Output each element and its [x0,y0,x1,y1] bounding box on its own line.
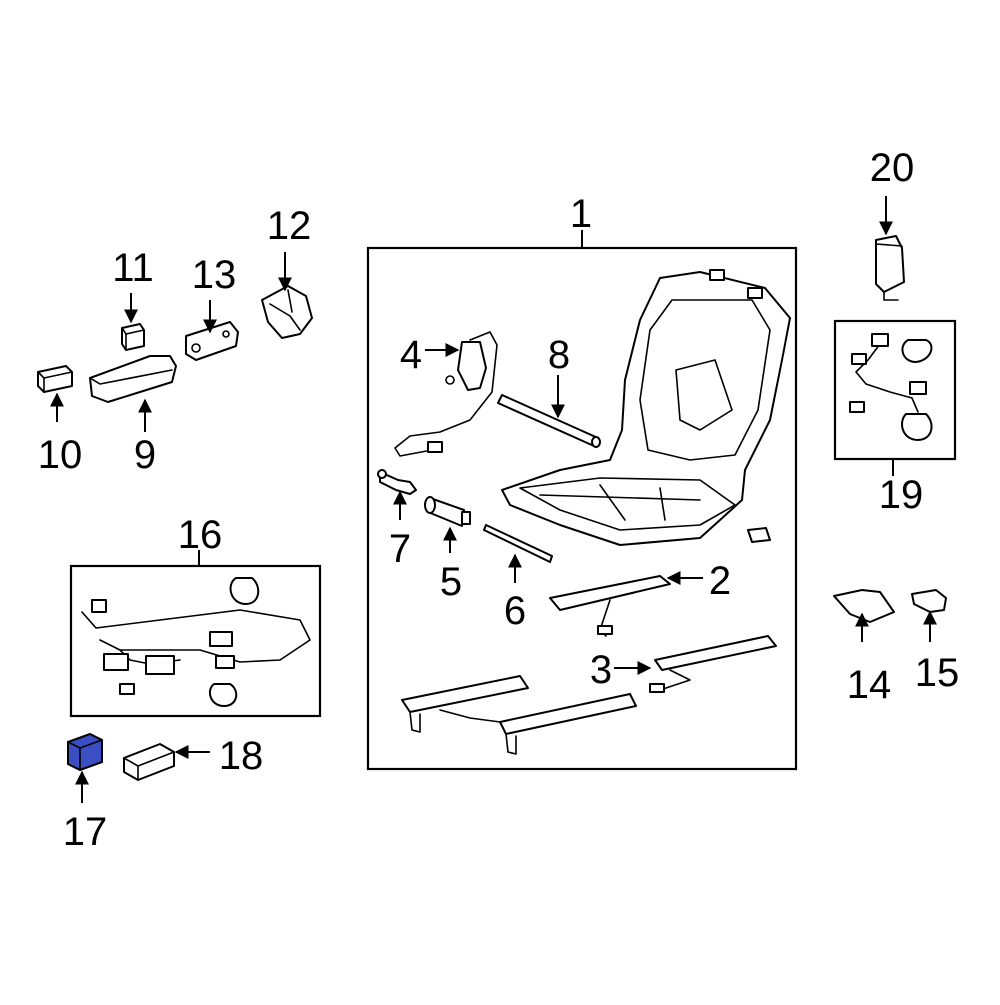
connector-part-18 [123,743,175,781]
callout-16: 16 [177,513,223,557]
cap-part-15 [911,589,947,613]
shaft-part-6 [483,524,553,563]
callout-15: 15 [914,651,960,695]
group-frame-16 [69,564,322,718]
callout-20: 20 [869,146,915,190]
pin-part-7 [377,469,417,495]
callout-13: 13 [191,253,237,297]
callout-9: 9 [133,433,157,477]
bracket-part-13 [185,321,239,361]
callout-17: 17 [62,810,108,854]
harness-part-19 [849,333,933,441]
callout-12: 12 [266,204,312,248]
cover-part-14 [833,589,895,623]
harness-part-16 [81,577,311,707]
callout-18: 18 [218,734,264,778]
lower-rails [401,675,637,755]
seat-frame-part [501,269,791,546]
bracket-part-12 [261,285,313,339]
rod-part-8 [497,394,601,448]
group-frame-19 [833,319,957,461]
connector-part-17 [67,732,103,772]
callout-11: 11 [112,246,154,290]
knob-part-11 [121,323,145,351]
callout-3: 3 [589,648,613,692]
callout-14: 14 [846,663,892,707]
sensor-part-20 [875,235,905,301]
clip-part-10 [37,365,73,393]
callout-6: 6 [503,589,527,633]
callout-4: 4 [399,333,423,377]
callout-7: 7 [388,527,412,571]
recliner-cable-part [394,331,498,457]
rail-part-3 [649,635,777,693]
callout-2: 2 [708,559,732,603]
cover-part-9 [89,355,177,403]
callout-19: 19 [878,473,924,517]
callout-10: 10 [37,433,83,477]
rail-part-2 [549,575,671,637]
callout-5: 5 [439,560,463,604]
callout-8: 8 [547,333,571,377]
motor-part-5 [424,496,471,527]
callout-1: 1 [569,192,593,236]
